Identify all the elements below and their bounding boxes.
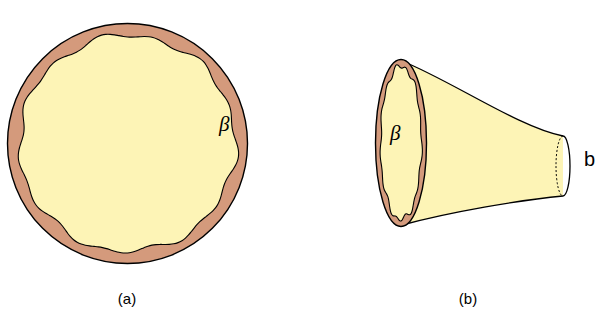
- panel-caption: (b): [459, 290, 477, 307]
- boundary-label: b: [584, 148, 595, 171]
- boundary-back-arc: [556, 136, 563, 196]
- region-label: β: [390, 121, 400, 145]
- disk-shape: [6, 22, 249, 265]
- boundary-band: [8, 24, 248, 264]
- wavy-interior: [18, 34, 238, 253]
- boundary-band: [376, 60, 427, 227]
- disk-region: β: [6, 22, 249, 265]
- wavy-interior: [380, 65, 422, 221]
- region-label: β: [219, 112, 229, 136]
- panel-caption: (a): [118, 290, 136, 307]
- ellipse-shape: [374, 58, 428, 228]
- boundary-front-arc: [563, 136, 570, 196]
- boundary-ellipse: β: [374, 58, 428, 228]
- trumpet-bottom-edge: [402, 196, 563, 225]
